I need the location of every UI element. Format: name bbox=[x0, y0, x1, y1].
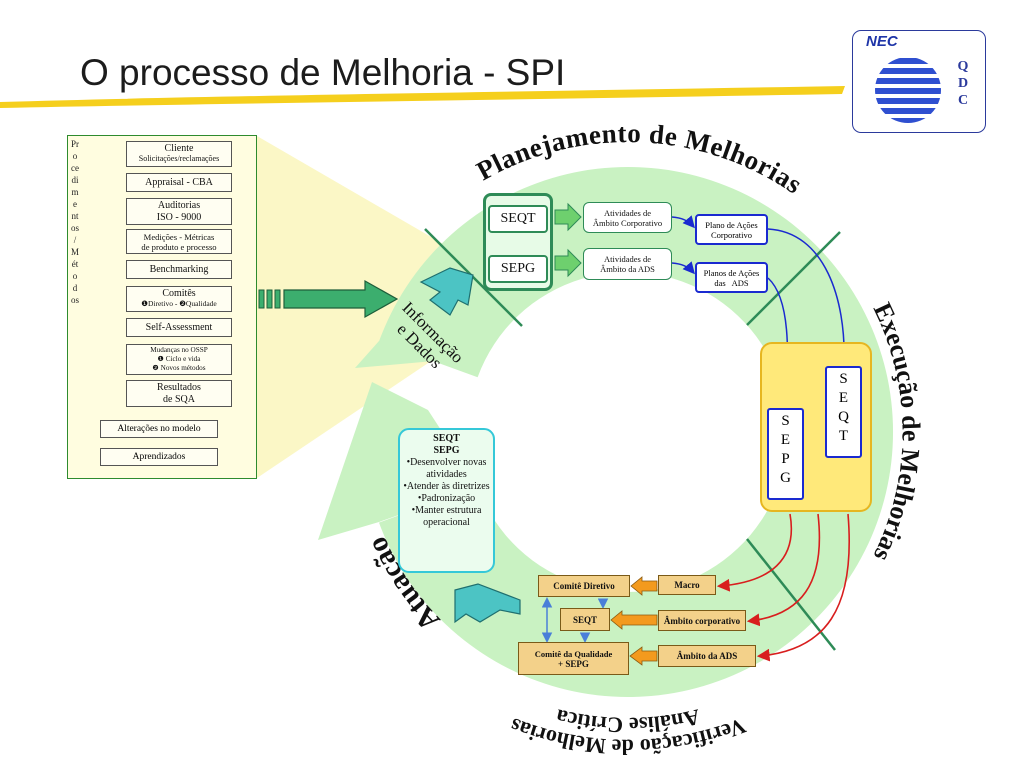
execution-seqt-box: SEQT bbox=[825, 366, 862, 458]
alteracoes-box: Alterações no modelo bbox=[100, 420, 218, 438]
input-item-line: de SQA bbox=[163, 393, 195, 405]
flow-arrow bbox=[671, 261, 695, 275]
action-bullet: •Desenvolver novas atividades bbox=[406, 457, 487, 480]
input-item-line: Cliente bbox=[164, 143, 194, 154]
activity-line: Âmbito Corporativo bbox=[592, 217, 663, 228]
input-item-line: ❷ Novos métodos bbox=[152, 364, 206, 372]
flow-arrow bbox=[767, 228, 851, 365]
input-item: Cliente Solicitações/reclamações bbox=[126, 141, 232, 167]
input-item-line: Resultados bbox=[157, 382, 201, 393]
action-arrow-icon bbox=[454, 583, 521, 624]
input-item: Medições - Métricas de produto e process… bbox=[126, 229, 232, 254]
logo-letter: C bbox=[957, 93, 969, 108]
plan-corporate-box: Plano de Ações Corporativo bbox=[695, 214, 768, 245]
planning-sepg-box: SEPG bbox=[488, 255, 548, 283]
action-bullet: •Manter estrutura operacional bbox=[411, 505, 482, 528]
vertical-label: Procedimentos / Métodos bbox=[71, 139, 80, 305]
divider-line bbox=[746, 231, 841, 326]
cycle-ring bbox=[379, 167, 894, 698]
comite-qualidade-line: Comitê da Qualidade bbox=[534, 648, 613, 659]
input-item-line: ❶ Ciclo e vida bbox=[157, 355, 201, 363]
input-arrow bbox=[258, 279, 399, 319]
feedback-arrow bbox=[716, 513, 793, 592]
input-item: Auditorias ISO - 9000 bbox=[126, 198, 232, 225]
ring-top-tip bbox=[355, 330, 470, 368]
orange-arrow bbox=[630, 576, 658, 596]
input-item: Appraisal - CBA bbox=[126, 173, 232, 192]
to-activity-corp-arrow bbox=[554, 202, 582, 232]
input-item: Mudanças no OSSP ❶ Ciclo e vida ❷ Novos … bbox=[126, 344, 232, 375]
plan-line: das ADS bbox=[714, 277, 749, 288]
action-header: SEQT bbox=[433, 433, 460, 444]
execution-sepg-label: SEPG bbox=[780, 413, 791, 486]
ambito-corporativo-box: Âmbito corporativo bbox=[658, 610, 746, 631]
input-item-line: ❶Diretivo - ❷Qualidade bbox=[141, 299, 217, 308]
ambito-ads-box: Âmbito da ADS bbox=[658, 645, 756, 667]
logo-letters: Q D C bbox=[956, 58, 970, 109]
activity-corporate-box: Atividades de Âmbito Corporativo bbox=[583, 202, 672, 233]
input-item-line: Self-Assessment bbox=[145, 321, 213, 333]
feedback-arrow bbox=[756, 513, 850, 662]
input-item-line: Appraisal - CBA bbox=[145, 176, 213, 188]
divider-line bbox=[424, 228, 523, 327]
activity-line: Atividades de bbox=[604, 207, 651, 218]
input-item-line: Auditorias bbox=[157, 200, 201, 211]
action-bullet: •Padronização bbox=[417, 493, 476, 504]
action-header: SEPG bbox=[433, 445, 460, 456]
phase-review-label: Análise Crítica bbox=[554, 704, 703, 738]
plan-ads-box: Planos de Ações das ADS bbox=[695, 262, 768, 293]
feedback-arrow bbox=[746, 513, 821, 627]
input-item: Comitês ❶Diretivo - ❷Qualidade bbox=[126, 286, 232, 312]
input-item-line: Mudanças no OSSP bbox=[150, 346, 208, 354]
execution-sepg-box: SEPG bbox=[767, 408, 804, 500]
orange-arrow bbox=[610, 610, 658, 630]
logo-frame bbox=[852, 30, 986, 133]
comite-diretivo-box: Comitê Diretivo bbox=[538, 575, 630, 597]
to-activity-ads-arrow bbox=[554, 248, 582, 278]
aprendizados-box: Aprendizados bbox=[100, 448, 218, 466]
plan-line: Plano de Ações bbox=[705, 219, 758, 230]
input-item-line: Medições - Métricas bbox=[143, 231, 215, 242]
input-item-line: de produto e processo bbox=[141, 241, 217, 252]
activity-line: Atividades de bbox=[604, 254, 651, 264]
logo-letter: Q bbox=[957, 59, 969, 74]
logo-brand: NEC bbox=[866, 33, 898, 50]
action-box: SEQT SEPG •Desenvolver novas atividades … bbox=[398, 428, 495, 573]
input-item-line: Comitês bbox=[162, 288, 196, 299]
macro-box: Macro bbox=[658, 575, 716, 595]
activity-line: Âmbito da ADS bbox=[600, 264, 655, 274]
logo-letter: D bbox=[957, 76, 969, 91]
orange-arrow bbox=[629, 646, 658, 666]
globe-icon bbox=[875, 57, 941, 123]
input-item-line: Benchmarking bbox=[149, 263, 209, 275]
input-item-line: ISO - 9000 bbox=[156, 211, 202, 223]
title-underline bbox=[0, 86, 845, 108]
execution-seqt-label: SEQT bbox=[838, 371, 849, 444]
page-title: O processo de Melhoria - SPI bbox=[80, 52, 566, 93]
plan-line: Planos de Ações bbox=[703, 267, 760, 278]
input-item-line: Solicitações/reclamações bbox=[138, 154, 220, 163]
planning-seqt-box: SEQT bbox=[488, 205, 548, 233]
input-item: Benchmarking bbox=[126, 260, 232, 279]
activity-ads-box: Atividades de Âmbito da ADS bbox=[583, 248, 672, 280]
comite-qualidade-box: Comitê da Qualidade + SEPG bbox=[518, 642, 629, 675]
plan-line: Corporativo bbox=[710, 229, 753, 240]
action-bullet: •Atender às diretrizes bbox=[403, 481, 490, 492]
input-item: Self-Assessment bbox=[126, 318, 232, 337]
comite-qualidade-line: + SEPG bbox=[558, 658, 589, 669]
flow-arrow bbox=[671, 215, 695, 229]
input-item: Resultados de SQA bbox=[126, 380, 232, 407]
verification-seqt-box: SEQT bbox=[560, 608, 610, 631]
info-arrow-icon bbox=[419, 267, 474, 316]
